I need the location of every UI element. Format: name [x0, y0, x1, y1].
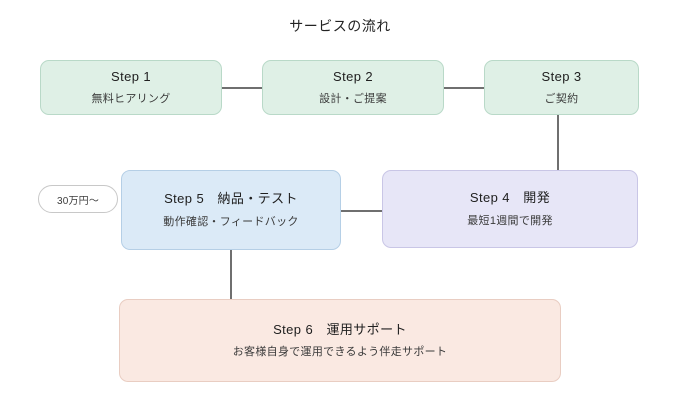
price-badge: 30万円〜 [38, 185, 118, 213]
node-step2-head: Step 2 [333, 68, 373, 84]
node-step1-head: Step 1 [111, 68, 151, 84]
edge-step4-step5 [341, 210, 382, 212]
node-step2[interactable]: Step 2 設計・ご提案 [262, 60, 444, 115]
node-step5-sub: 動作確認・フィードバック [163, 215, 299, 228]
node-step4-sub: 最短1週間で開発 [467, 214, 553, 227]
node-step4[interactable]: Step 4 開発 最短1週間で開発 [382, 170, 638, 248]
edge-step3-step4 [557, 114, 559, 172]
node-step6[interactable]: Step 6 運用サポート お客様自身で運用できるよう伴走サポート [119, 299, 561, 382]
node-step1[interactable]: Step 1 無料ヒアリング [40, 60, 222, 115]
node-step6-head: Step 6 運用サポート [273, 321, 407, 337]
node-step6-sub: お客様自身で運用できるよう伴走サポート [232, 346, 448, 359]
node-step5-head: Step 5 納品・テスト [164, 191, 298, 207]
edge-step5-step6 [230, 250, 232, 300]
node-step1-sub: 無料ヒアリング [91, 93, 171, 106]
node-step3-sub: ご契約 [544, 93, 579, 106]
node-step4-head: Step 4 開発 [469, 190, 551, 206]
price-badge-label: 30万円〜 [56, 195, 100, 207]
page-title: サービスの流れ [289, 18, 391, 34]
node-step3-head: Step 3 [541, 68, 582, 84]
node-step5[interactable]: Step 5 納品・テスト 動作確認・フィードバック [121, 170, 341, 250]
edge-step2-step3 [443, 87, 484, 89]
node-step2-sub: 設計・ご提案 [319, 93, 387, 106]
edge-step1-step2 [222, 87, 263, 89]
node-step3[interactable]: Step 3 ご契約 [484, 60, 639, 115]
